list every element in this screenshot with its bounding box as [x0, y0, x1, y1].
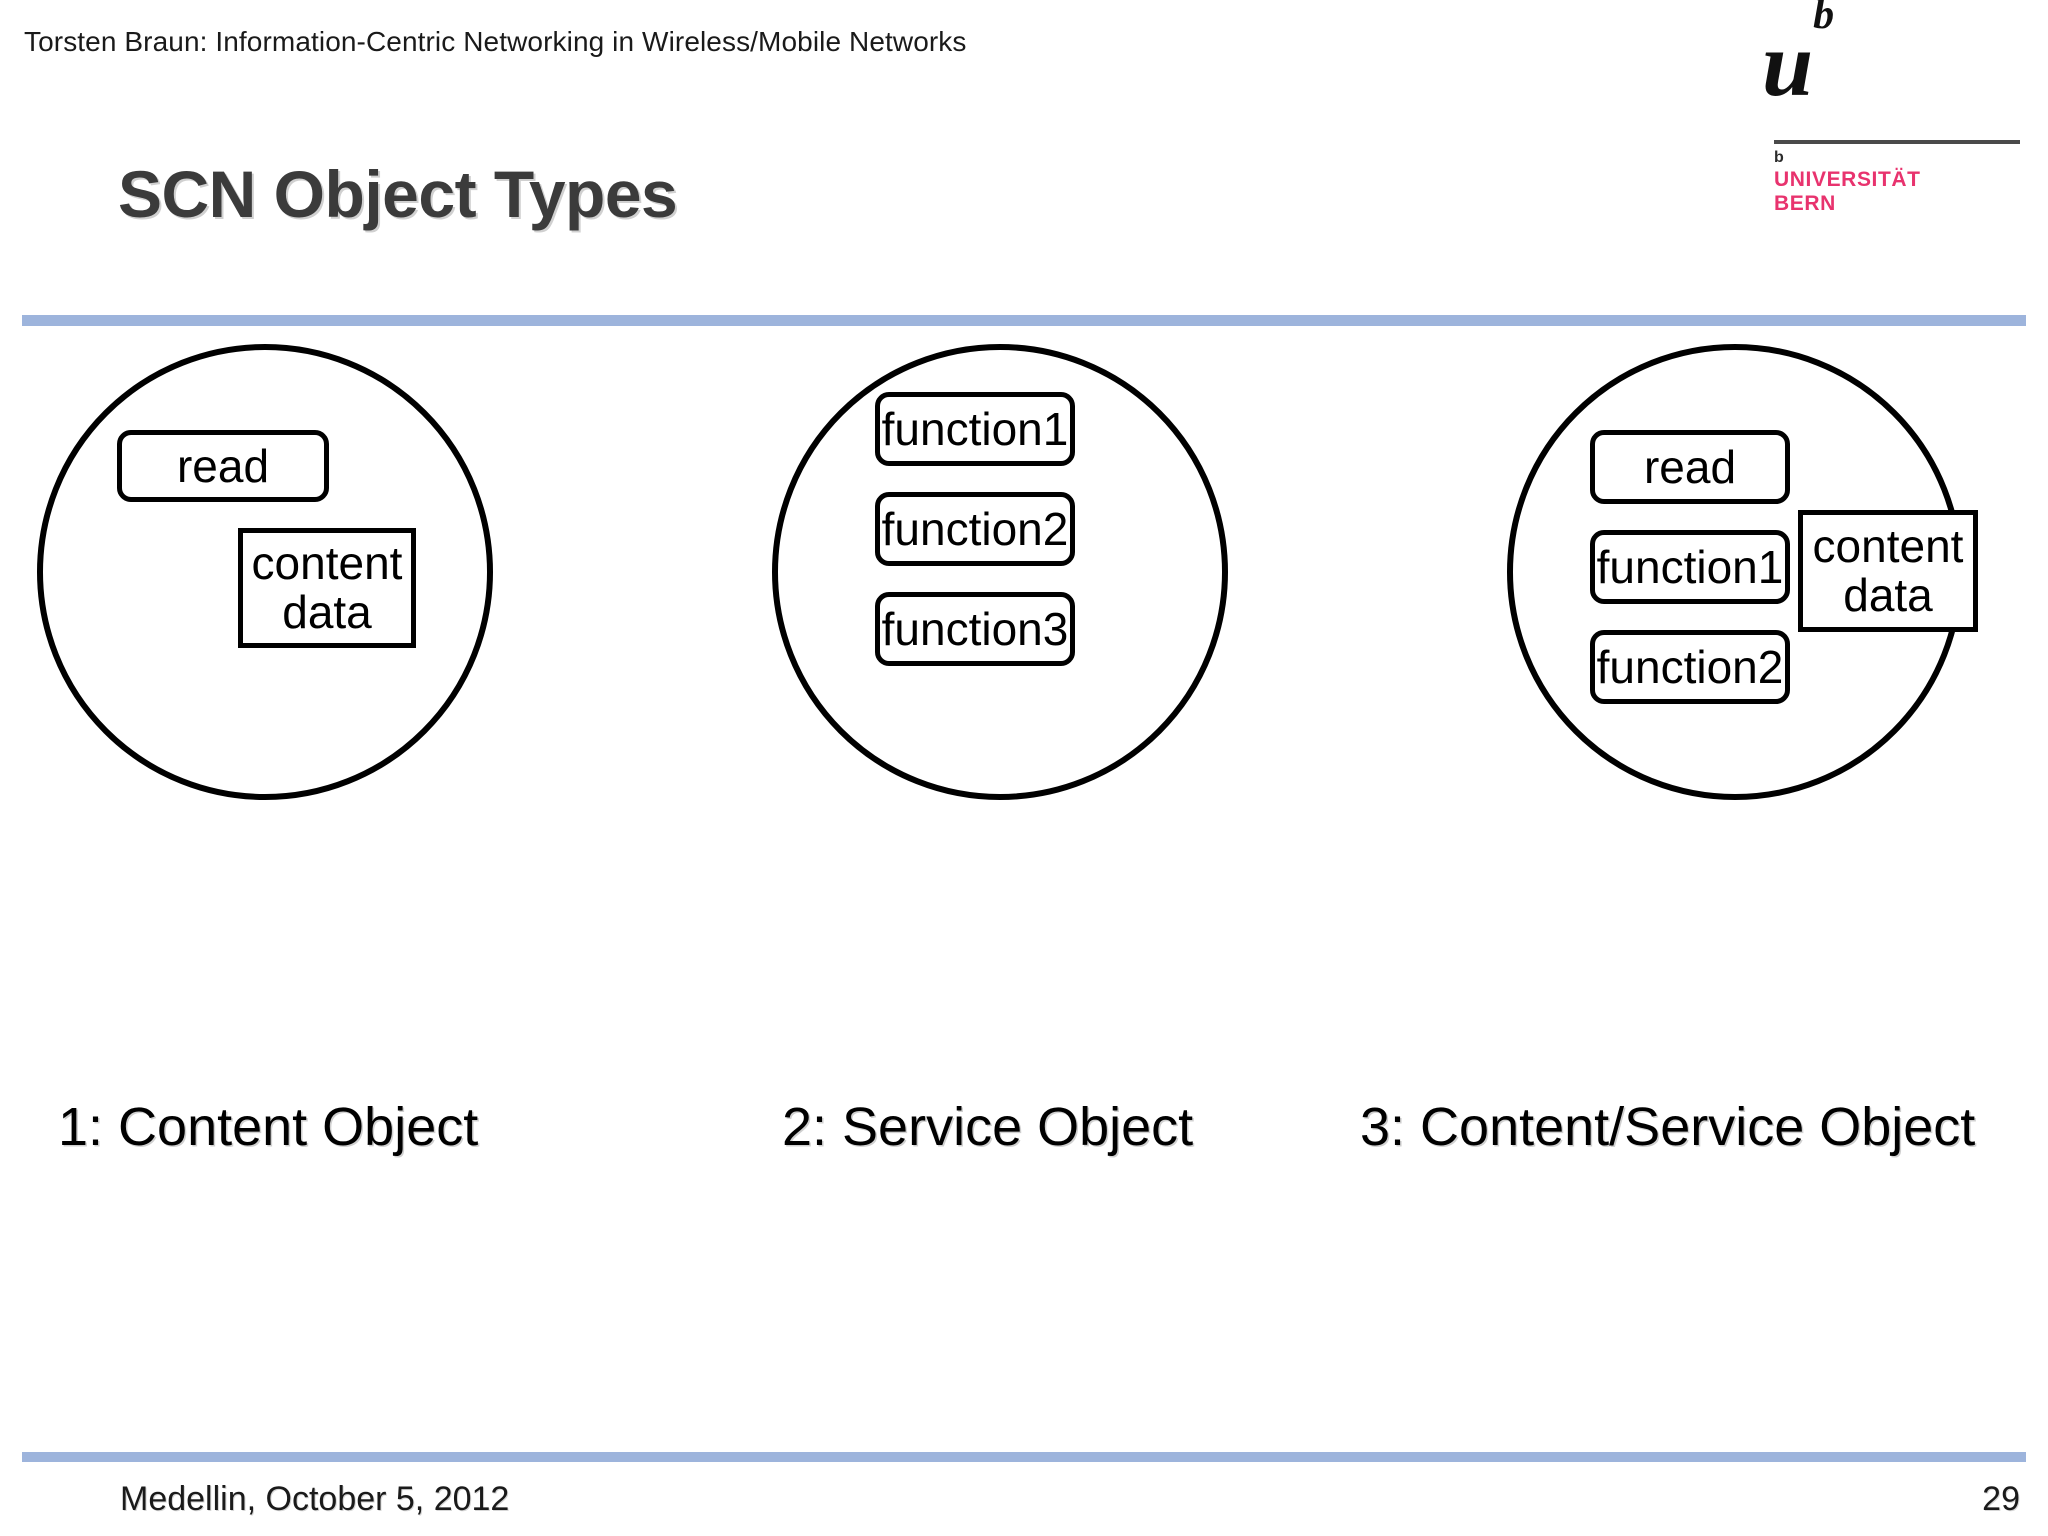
- university-logo: ub b UNIVERSITÄT BERN: [1748, 0, 2022, 230]
- object-group-service-object: function1 function2 function3: [760, 330, 1240, 830]
- footer-location-date: Medellin, October 5, 2012: [120, 1480, 510, 1518]
- node-function1-2: function1: [875, 392, 1075, 466]
- caption-content-service-object: 3: Content/Service Object: [1360, 1097, 1976, 1157]
- slide-header-line: Torsten Braun: Information-Centric Netwo…: [24, 26, 967, 57]
- node-read-3: read: [1590, 430, 1790, 504]
- object-circle-1: [37, 344, 493, 800]
- logo-wordmark-line2: BERN: [1774, 191, 1836, 215]
- header-divider: [22, 315, 2026, 326]
- ub-monogram-superscript: b: [1813, 0, 1835, 38]
- caption-content-object: 1: Content Object: [58, 1097, 479, 1157]
- node-read-1: read: [117, 430, 329, 502]
- node-function3-2: function3: [875, 592, 1075, 666]
- object-group-content-object: read content data: [25, 330, 505, 830]
- node-function1-3: function1: [1590, 530, 1790, 604]
- logo-wordmark-line1: UNIVERSITÄT: [1774, 168, 1921, 191]
- logo-small-b: b: [1774, 149, 1784, 166]
- footer-page-number: 29: [1982, 1480, 2020, 1518]
- logo-wordmark: UNIVERSITÄT BERN: [1774, 168, 1921, 216]
- page-title: SCN Object Types: [118, 157, 678, 232]
- node-content-data-3: content data: [1798, 510, 1978, 632]
- footer-divider: [22, 1452, 2026, 1462]
- ub-monogram-letter: u: [1762, 13, 1814, 115]
- object-group-content-service-object: read function1 function2 content data: [1495, 330, 1978, 830]
- node-content-data-1: content data: [238, 528, 416, 648]
- node-function2-3: function2: [1590, 630, 1790, 704]
- logo-divider: [1774, 140, 2020, 144]
- caption-service-object: 2: Service Object: [782, 1097, 1194, 1157]
- ub-monogram: ub: [1762, 0, 1834, 110]
- scn-object-types-diagram: read content data function1 function2 fu…: [0, 330, 2048, 950]
- object-circle-2: [772, 344, 1228, 800]
- node-function2-2: function2: [875, 492, 1075, 566]
